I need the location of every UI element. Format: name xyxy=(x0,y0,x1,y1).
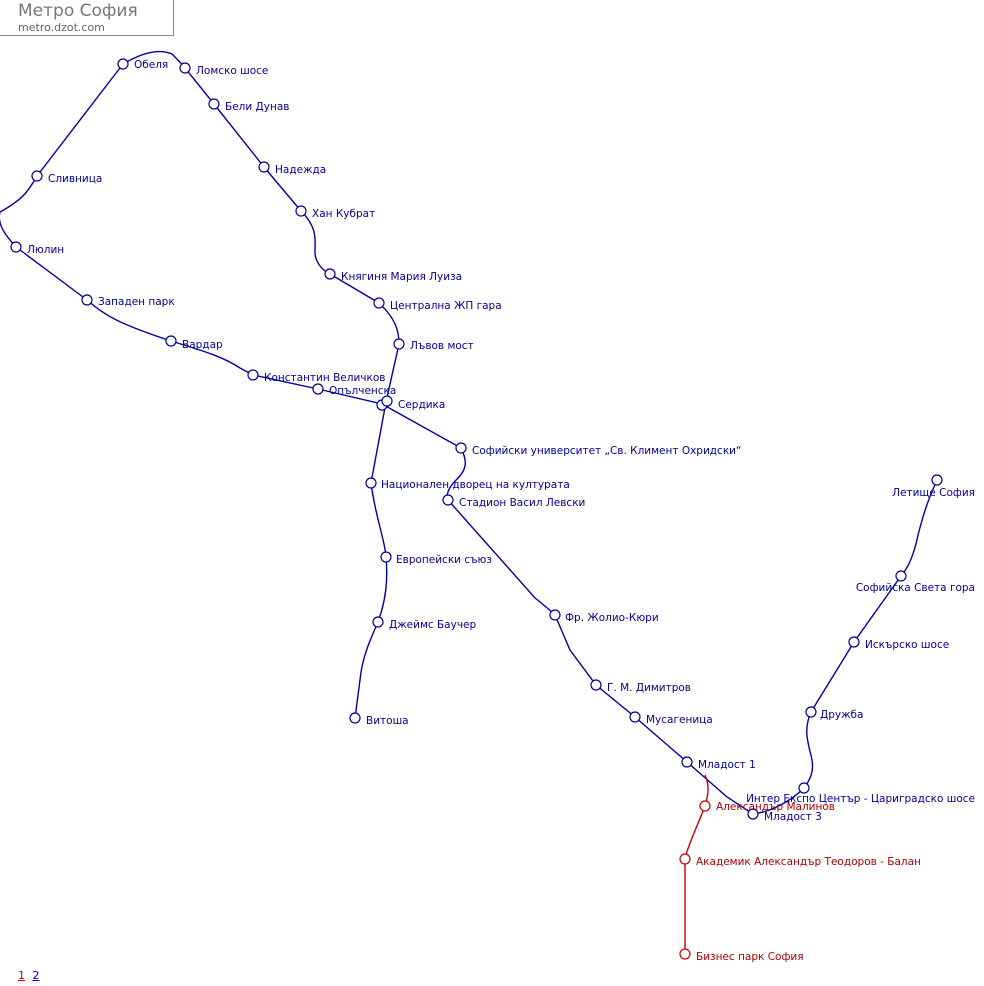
station-sofiyski-universitet[interactable] xyxy=(455,442,467,454)
station-stadion[interactable] xyxy=(442,494,454,506)
station-inter-ekspo[interactable] xyxy=(798,782,810,794)
label-evropeyski: Европейски съюз xyxy=(396,554,492,566)
label-musagenitsa: Мусагеница xyxy=(646,714,713,726)
label-vitosha: Витоша xyxy=(366,715,409,727)
label-beli-dunav: Бели Дунав xyxy=(225,101,289,113)
station-mladost1[interactable] xyxy=(681,756,693,768)
station-tsentralna[interactable] xyxy=(373,297,385,309)
page-link-1[interactable]: 1 xyxy=(18,969,25,982)
station-lomsko-shose[interactable] xyxy=(179,62,191,74)
station-druzhba[interactable] xyxy=(805,706,817,718)
map-subtitle: metro.dzot.com xyxy=(18,21,105,34)
station-opalchenska[interactable] xyxy=(312,383,324,395)
line-m2-south xyxy=(354,401,388,719)
station-musagenitsa[interactable] xyxy=(629,711,641,723)
station-zapaden-park[interactable] xyxy=(81,294,93,306)
station-nadezhda[interactable] xyxy=(258,161,270,173)
station-teodorov-balan[interactable] xyxy=(679,853,691,865)
station-slivnitsa[interactable] xyxy=(31,170,43,182)
label-stadion: Стадион Васил Левски xyxy=(459,497,585,509)
pager: 1 2 xyxy=(18,969,44,982)
label-dimitrov: Г. М. Димитров xyxy=(607,682,691,694)
station-sveta-gora[interactable] xyxy=(895,570,907,582)
label-mladost3: Младост 3 xyxy=(764,811,822,823)
station-serdika-2[interactable] xyxy=(381,395,393,407)
label-sveta-gora: Софийска Света гора xyxy=(856,582,975,594)
label-obelya: Обеля xyxy=(134,59,168,71)
title-box: Метро София metro.dzot.com xyxy=(0,0,174,36)
label-druzhba: Дружба xyxy=(820,709,863,721)
station-vardar[interactable] xyxy=(165,335,177,347)
label-lyulin: Люлин xyxy=(27,244,64,256)
station-han-kubrat[interactable] xyxy=(295,205,307,217)
line-m1-west xyxy=(0,63,383,405)
label-malinov: Александър Малинов xyxy=(716,801,835,813)
station-lavov-most[interactable] xyxy=(393,338,405,350)
station-iskarsko[interactable] xyxy=(848,636,860,648)
label-zapaden-park: Западен парк xyxy=(98,296,175,308)
station-vitosha[interactable] xyxy=(349,712,361,724)
label-ndk: Национален дворец на културата xyxy=(381,479,570,491)
label-teodorov-balan: Академик Александър Теодоров - Балан xyxy=(696,856,921,868)
line-m2-north xyxy=(122,50,400,403)
station-knyaginya[interactable] xyxy=(324,268,336,280)
label-slivnitsa: Сливница xyxy=(48,173,102,185)
label-mladost1: Младост 1 xyxy=(698,759,756,771)
label-opalchenska: Опълченска xyxy=(329,385,396,397)
station-velichkov[interactable] xyxy=(247,369,259,381)
label-knyaginya: Княгиня Мария Луиза xyxy=(341,271,462,283)
label-biznes-park: Бизнес парк София xyxy=(696,951,804,963)
station-evropeyski[interactable] xyxy=(380,551,392,563)
station-bourchier[interactable] xyxy=(372,616,384,628)
label-vardar: Вардар xyxy=(182,339,223,351)
label-nadezhda: Надежда xyxy=(275,164,326,176)
station-beli-dunav[interactable] xyxy=(208,98,220,110)
label-iskarsko: Искърско шосе xyxy=(865,639,949,651)
label-bourchier: Джеймс Баучер xyxy=(389,619,476,631)
label-lomsko-shose: Ломско шосе xyxy=(196,65,268,77)
label-tsentralna: Централна ЖП гара xyxy=(390,300,502,312)
station-lyulin[interactable] xyxy=(10,241,22,253)
label-han-kubrat: Хан Кубрат xyxy=(312,208,375,220)
label-velichkov: Константин Величков xyxy=(264,372,385,384)
station-mladost3[interactable] xyxy=(747,808,759,820)
station-zholio-kyuri[interactable] xyxy=(549,609,561,621)
station-ndk[interactable] xyxy=(365,477,377,489)
label-sofiyski-universitet: Софийски университет „Св. Климент Охридс… xyxy=(472,445,741,457)
station-dimitrov[interactable] xyxy=(590,679,602,691)
label-zholio-kyuri: Фр. Жолио-Кюри xyxy=(565,612,659,624)
label-inter-ekspo: Интер Експо Център - Цариградско шосе xyxy=(746,793,975,805)
station-biznes-park[interactable] xyxy=(679,948,691,960)
page-link-2[interactable]: 2 xyxy=(32,969,40,982)
label-letishte: Летище София xyxy=(892,487,975,499)
line-m1-east xyxy=(381,403,754,815)
station-malinov[interactable] xyxy=(699,800,711,812)
station-letishte[interactable] xyxy=(931,474,943,486)
map-title: Метро София xyxy=(18,1,138,21)
label-lavov-most: Лъвов мост xyxy=(410,340,474,352)
station-obelya[interactable] xyxy=(117,58,129,70)
label-serdika: Сердика xyxy=(398,399,445,411)
